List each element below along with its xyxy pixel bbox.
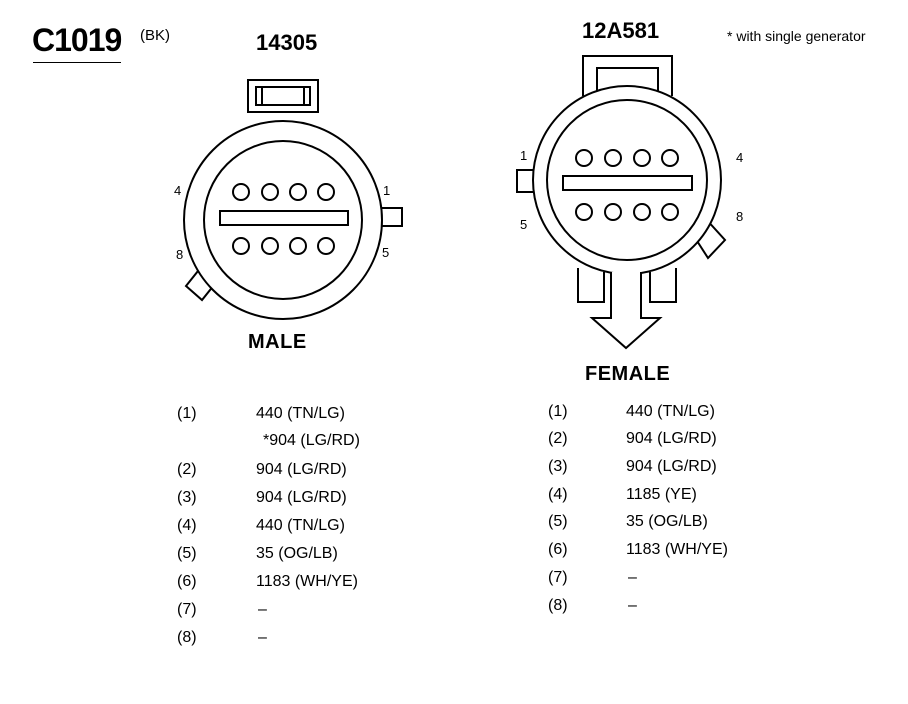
female-top-latch-inner bbox=[596, 67, 659, 96]
pin-number: (8) bbox=[548, 597, 568, 614]
female-connector-drawing bbox=[516, 55, 727, 350]
male-pin bbox=[289, 183, 307, 201]
female-pin-label-8: 8 bbox=[736, 209, 744, 224]
footnote: * with single generator bbox=[727, 28, 866, 44]
pin-number: (4) bbox=[548, 486, 568, 503]
male-pin bbox=[289, 237, 307, 255]
wire-circuit: 904 (LG/RD) bbox=[256, 489, 347, 506]
male-label: MALE bbox=[248, 331, 307, 353]
wire-circuit: 440 (TN/LG) bbox=[256, 405, 345, 422]
female-pin bbox=[633, 149, 651, 167]
pin-number: (3) bbox=[548, 458, 568, 475]
female-label: FEMALE bbox=[585, 363, 671, 385]
male-pin bbox=[261, 183, 279, 201]
wire-circuit: 1185 (YE) bbox=[626, 486, 697, 503]
male-top-latch bbox=[247, 79, 319, 113]
pin-number: (6) bbox=[177, 573, 197, 590]
male-key-bar bbox=[219, 210, 349, 226]
wire-circuit: 1183 (WH/YE) bbox=[626, 541, 728, 558]
connector-color-code: (BK) bbox=[140, 27, 170, 44]
male-pin-label-8: 8 bbox=[176, 247, 184, 262]
female-left-leg bbox=[577, 268, 605, 303]
female-pin-label-4: 4 bbox=[736, 150, 744, 165]
female-pin bbox=[604, 149, 622, 167]
wire-circuit: 1183 (WH/YE) bbox=[256, 573, 358, 590]
pin-number: (5) bbox=[548, 513, 568, 530]
wire-circuit: 440 (TN/LG) bbox=[256, 517, 345, 534]
pin-number: (2) bbox=[548, 430, 568, 447]
pin-number: (7) bbox=[177, 601, 197, 618]
male-pin bbox=[261, 237, 279, 255]
wire-circuit: – bbox=[628, 569, 637, 586]
pin-number: (1) bbox=[548, 403, 568, 420]
female-pin-label-5: 5 bbox=[520, 217, 528, 232]
connector-id-underline bbox=[33, 62, 121, 63]
female-inner-shell bbox=[546, 99, 708, 261]
wire-circuit: 35 (OG/LB) bbox=[626, 513, 708, 530]
wire-circuit: – bbox=[258, 601, 267, 618]
female-key-bar bbox=[562, 175, 693, 191]
female-right-leg bbox=[649, 268, 677, 303]
pin-number: (1) bbox=[177, 405, 197, 422]
female-pin bbox=[604, 203, 622, 221]
wire-circuit: 904 (LG/RD) bbox=[256, 461, 347, 478]
female-part-number: 12A581 bbox=[582, 18, 660, 43]
male-top-latch-inner bbox=[255, 86, 311, 106]
pin-number: (3) bbox=[177, 489, 197, 506]
male-pin bbox=[317, 237, 335, 255]
pin-number: (2) bbox=[177, 461, 197, 478]
pin-number: (4) bbox=[177, 517, 197, 534]
pin-number: (8) bbox=[177, 629, 197, 646]
male-inner-shell bbox=[203, 140, 363, 300]
pin-number: (7) bbox=[548, 569, 568, 586]
male-outer-shell bbox=[183, 120, 383, 320]
wire-circuit: 440 (TN/LG) bbox=[626, 403, 715, 420]
wire-circuit: – bbox=[628, 597, 637, 614]
wire-circuit: 904 (LG/RD) bbox=[626, 458, 717, 475]
wire-circuit: 35 (OG/LB) bbox=[256, 545, 338, 562]
male-pin-label-1: 1 bbox=[383, 183, 391, 198]
pin-number: (5) bbox=[177, 545, 197, 562]
male-part-number: 14305 bbox=[256, 30, 318, 55]
male-pin-label-5: 5 bbox=[382, 245, 390, 260]
female-pin bbox=[575, 149, 593, 167]
wire-circuit: *904 (LG/RD) bbox=[263, 432, 360, 449]
female-direction-arrow bbox=[589, 272, 663, 350]
female-pin bbox=[661, 203, 679, 221]
male-pin bbox=[232, 237, 250, 255]
pin-number: (6) bbox=[548, 541, 568, 558]
male-pin-label-4: 4 bbox=[174, 183, 182, 198]
male-connector-drawing bbox=[183, 79, 403, 320]
wire-circuit: 904 (LG/RD) bbox=[626, 430, 717, 447]
wire-circuit: – bbox=[258, 629, 267, 646]
female-pin-label-1: 1 bbox=[520, 148, 528, 163]
male-pin bbox=[232, 183, 250, 201]
female-pin bbox=[633, 203, 651, 221]
male-pin bbox=[317, 183, 335, 201]
female-pin bbox=[575, 203, 593, 221]
female-top-latch bbox=[582, 55, 673, 96]
female-pin bbox=[661, 149, 679, 167]
connector-id: C1019 bbox=[32, 22, 122, 58]
